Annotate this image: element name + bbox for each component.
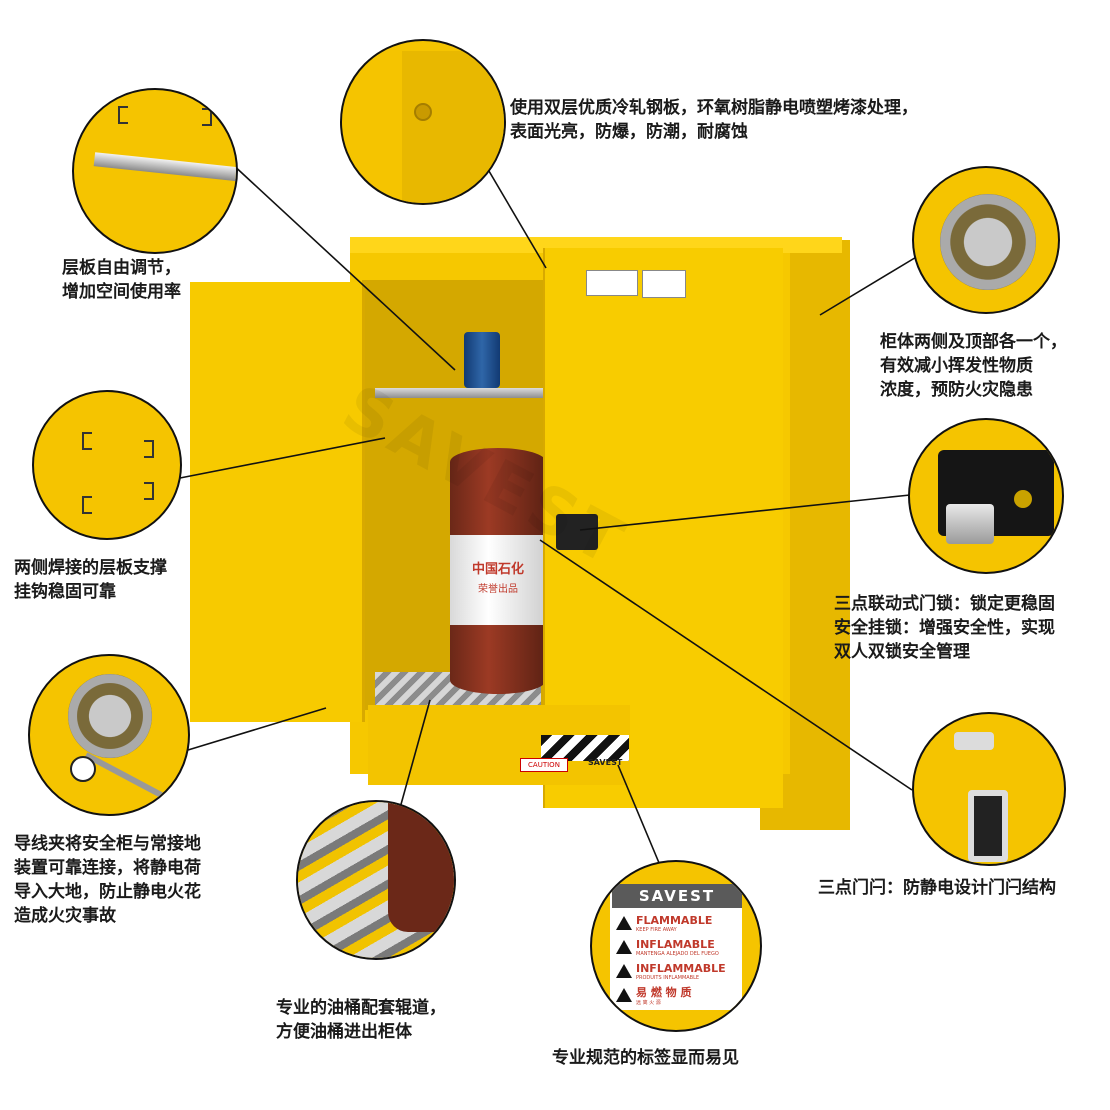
label-row: FLAMMABLE KEEP FIRE AWAY [616, 914, 740, 936]
label-row: 易 燃 物 质 远 离 火 源 [616, 986, 740, 1008]
drum-brand-text: 中国石化 [471, 562, 524, 577]
flame-warning-icon [616, 988, 632, 1002]
door-warning-label [586, 270, 638, 296]
detail-vent-circle [912, 166, 1060, 314]
line-shelf [229, 161, 456, 371]
caption-rollers: 专业的油桶配套辊道， 方便油桶进出柜体 [276, 998, 446, 1042]
detail-label-circle: SAVEST FLAMMABLE KEEP FIRE AWAY INFLAMAB… [590, 860, 762, 1032]
line-latch [539, 539, 913, 791]
adjustable-shelf [375, 388, 543, 398]
ground-vent-icon [68, 674, 152, 758]
label-brand: SAVEST [612, 884, 742, 908]
door-info-label [642, 270, 686, 298]
detail-lock-circle [908, 418, 1064, 574]
line-hooks [179, 437, 386, 479]
caption-steel: 使用双层优质冷轧钢板，环氧树脂静电喷塑烤漆处理， 表面光亮，防爆，防潮，耐腐蚀 [510, 98, 918, 142]
flame-warning-icon [616, 940, 632, 954]
ground-wire-icon [84, 752, 185, 810]
paint-can [464, 332, 500, 388]
detail-shelf-circle [72, 88, 238, 254]
line-ground [187, 707, 327, 751]
caption-ground: 导线夹将安全柜与常接地 装置可靠连接，将静电荷 导入大地，防止静电火花 造成火灾… [14, 834, 201, 926]
padlock-icon [946, 504, 994, 544]
caution-label: CAUTION [520, 758, 568, 772]
detail-latch-circle [912, 712, 1066, 866]
drum-part-icon [388, 802, 454, 932]
drum-label-band [450, 535, 546, 625]
line-vent [819, 255, 919, 316]
caption-hooks: 两侧焊接的层板支撑 挂钩稳固可靠 [14, 558, 167, 602]
vent-icon [940, 194, 1036, 290]
line-lock [579, 494, 911, 531]
ground-clip-icon [70, 756, 96, 782]
caption-latch: 三点门闩：防静电设计门闩结构 [818, 878, 1056, 898]
latch-icon [968, 790, 1008, 862]
base-brand-mark: SAVEST [588, 758, 623, 767]
hazard-stripe [541, 735, 629, 761]
detail-hooks-circle [32, 390, 182, 540]
cabinet-left-door [190, 282, 365, 722]
shelf-bar-icon [93, 152, 236, 182]
flame-warning-icon [616, 916, 632, 930]
label-row: INFLAMABLE MANTENGA ALEJADO DEL FUEGO [616, 938, 740, 960]
caption-label: 专业规范的标签显而易见 [552, 1048, 739, 1068]
flame-warning-icon [616, 964, 632, 978]
line-label [617, 764, 663, 871]
detail-steel-circle [340, 39, 506, 205]
caption-lock: 三点联动式门锁：锁定更稳固 安全挂锁：增强安全性，实现 双人双锁安全管理 [834, 594, 1055, 662]
label-row: INFLAMMABLE PRODUITS INFLAMMABLE [616, 962, 740, 984]
caption-vent: 柜体两侧及顶部各一个， 有效减小挥发性物质 浓度，预防火灾隐患 [880, 332, 1067, 400]
detail-rollers-circle [296, 800, 456, 960]
detail-ground-circle [28, 654, 190, 816]
drum-sub-text: 荣誉出品 [478, 584, 518, 595]
door-lock-icon [556, 514, 598, 550]
caption-shelf: 层板自由调节， 增加空间使用率 [62, 258, 181, 302]
